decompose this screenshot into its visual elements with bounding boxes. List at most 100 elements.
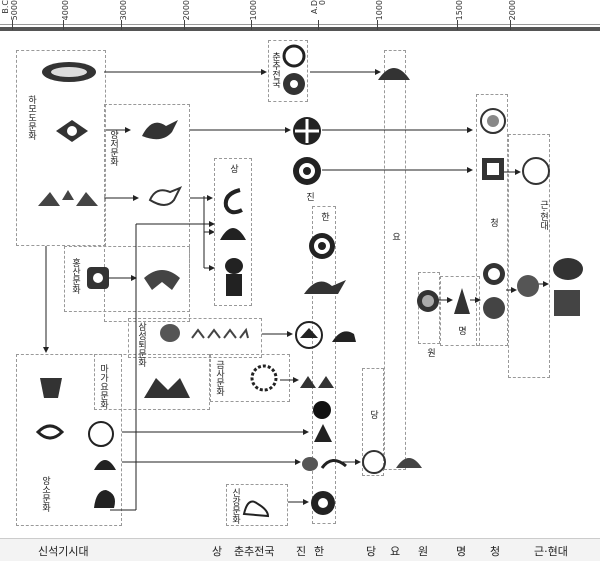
artifact-shang-mask <box>220 228 246 240</box>
box-yangshao <box>16 354 122 526</box>
tick-mark <box>121 20 122 30</box>
artifact-modern-bird <box>522 157 550 185</box>
period-bar <box>0 538 600 561</box>
box-liangzhu <box>104 104 190 322</box>
label-han: 한 <box>319 212 329 221</box>
artifact-yangshao-fish <box>36 424 65 440</box>
period-modern: 근·현대 <box>534 545 568 558</box>
label-yuan: 원 <box>425 348 435 357</box>
tick-mark <box>63 20 64 30</box>
box-modern <box>508 134 550 378</box>
label-majiayao: 마가요문화 <box>98 364 108 409</box>
artifact-liangzhu-bird-2 <box>148 186 182 206</box>
box-tang <box>362 368 384 476</box>
label-sanxingdui: 삼성퇴문화 <box>136 322 146 367</box>
label-liangzhu: 양저문화 <box>108 130 118 166</box>
tick-mark <box>12 20 13 30</box>
artifact-han-disc <box>293 117 321 145</box>
artifact-han-phoenix <box>304 280 346 294</box>
artifact-shang-figure <box>225 258 243 296</box>
artifact-sanxingdui-head <box>160 324 180 342</box>
label-shang: 상 <box>228 164 238 173</box>
artifact-modern-mural <box>553 258 583 280</box>
artifact-hongshan-jade <box>87 267 109 289</box>
period-qing: 청 <box>490 545 501 558</box>
tick-mark <box>377 20 378 30</box>
box-liao <box>384 50 406 470</box>
label-xinjiang: 신강문화 <box>230 488 240 524</box>
artifact-qing-plate <box>483 263 505 285</box>
box-hemudu <box>16 50 106 246</box>
artifact-qing-plate-2 <box>483 297 505 319</box>
artifact-han-crow <box>332 331 356 342</box>
label-qing: 청 <box>488 218 498 227</box>
artifact-chunqiu-ring <box>282 44 306 68</box>
box-majiayao <box>94 354 210 410</box>
artifact-chunqiu-disc <box>283 73 305 95</box>
artifact-majiayao-bird <box>144 378 190 398</box>
artifact-modern-plate <box>517 275 539 297</box>
artifact-tang-mirror <box>362 450 386 474</box>
artifact-qing-emblem <box>480 108 506 134</box>
label-chunqiu: 춘추전국 <box>270 52 280 88</box>
tick-mark <box>251 20 252 30</box>
period-ming: 명 <box>456 545 467 558</box>
tick-mark <box>184 20 185 30</box>
artifact-yangshao-bird <box>94 460 116 470</box>
artifact-liangzhu-bird <box>142 120 178 140</box>
box-jinsha <box>210 354 290 402</box>
box-sanxingdui <box>128 318 262 358</box>
artifact-sanxingdui-birds <box>191 327 249 339</box>
artifact-yangshao-vessel <box>40 378 62 398</box>
artifact-han-birds <box>300 376 334 388</box>
artifact-han-coin <box>309 233 335 259</box>
label-yangshao: 앙소문화 <box>40 476 50 512</box>
period-neolithic: 신석기시대 <box>38 545 89 558</box>
box-xinjiang <box>226 484 288 526</box>
period-yuan: 원 <box>418 545 429 558</box>
artifact-yuan-plate <box>417 290 439 312</box>
artifact-jinsha-sunbird <box>250 364 278 392</box>
label-tang: 당 <box>368 410 378 419</box>
artifact-bird-pair <box>38 190 98 206</box>
period-qin: 진 <box>296 545 307 558</box>
label-liao: 요 <box>390 232 400 241</box>
artifact-hemudu-bowl <box>42 62 96 82</box>
artifact-modern-panel <box>554 290 580 316</box>
tick-mark <box>510 20 511 30</box>
artifact-han-animals <box>302 457 347 471</box>
box-hongshan <box>64 246 190 312</box>
box-qing <box>476 94 508 346</box>
period-han: 한 <box>314 545 325 558</box>
label-modern: 근·현대 <box>538 200 548 230</box>
box-ming <box>440 276 480 346</box>
label-jinsha: 금사문화 <box>214 360 224 396</box>
timeline-bar <box>0 27 600 31</box>
artifact-hongshan-eagle <box>144 270 180 290</box>
artifact-han-disc-2 <box>311 491 335 515</box>
tick-mark <box>457 20 458 30</box>
tick-mark <box>318 20 319 30</box>
label-hongshan: 홍산문화 <box>70 258 80 294</box>
label-qin: 진 <box>304 192 314 201</box>
label-ming: 명 <box>456 326 466 335</box>
period-liao: 요 <box>390 545 401 558</box>
artifact-ming-motif <box>454 288 470 314</box>
period-chunqiu: 춘추전국 <box>234 545 275 558</box>
period-tang: 당 <box>366 545 377 558</box>
timeline-rule <box>0 24 600 25</box>
artifact-liao-ornament <box>378 68 410 80</box>
box-yuan <box>418 272 440 344</box>
artifact-yangshao-frog <box>94 490 115 508</box>
artifact-shang-hook <box>223 188 243 215</box>
artifact-han-figure <box>314 424 332 442</box>
timeline-axis: B.C 5000 4000 3000 2000 1000 A.D 0 1000 … <box>0 0 600 32</box>
period-shang: 상 <box>212 545 223 558</box>
box-chunqiu <box>268 40 308 102</box>
box-han <box>312 206 336 524</box>
artifact-yangshao-face <box>88 421 114 447</box>
artifact-han-black-disc <box>313 401 331 419</box>
artifact-qin-disc <box>293 157 321 185</box>
artifact-han-bird-disc <box>295 321 323 349</box>
